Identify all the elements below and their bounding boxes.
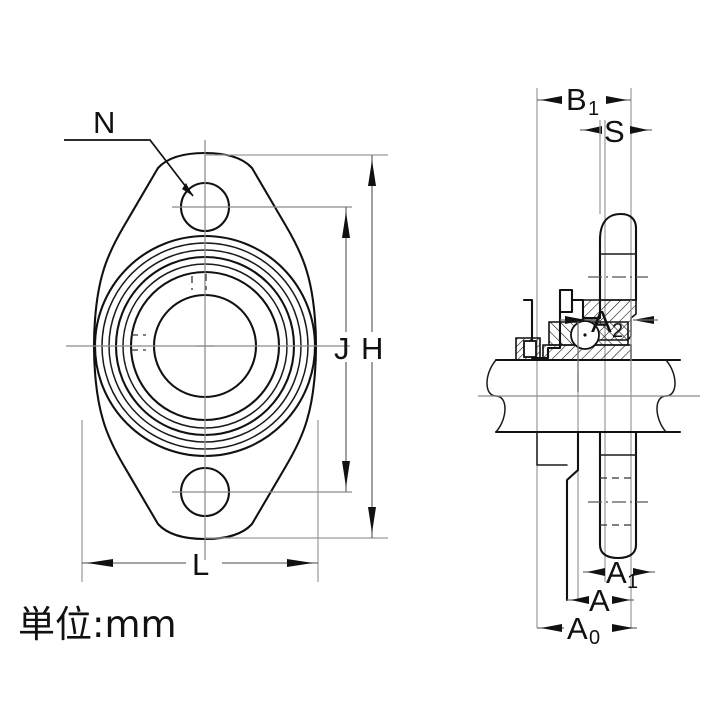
dimension-label-a0-subscript: 0 (589, 627, 600, 649)
dimension-label-s: S (604, 114, 625, 149)
dimension-label-a1: A (606, 555, 627, 590)
flange-arm-top (598, 212, 638, 302)
dimension-a2 (560, 300, 658, 392)
dimension-label-l: L (192, 547, 209, 582)
dimension-h (368, 155, 376, 538)
dimension-label-a1-subscript: 1 (627, 571, 638, 593)
shaft (478, 358, 700, 434)
flange-arm-bottom (598, 430, 638, 560)
dimension-label-a0: A (567, 611, 588, 646)
dimension-label-a2: A (591, 304, 612, 339)
front-view: N H J (64, 105, 388, 582)
dimension-a1 (583, 568, 655, 576)
dimension-s (580, 120, 652, 214)
dimension-b1 (537, 96, 631, 104)
dimension-label-a: A (589, 583, 610, 618)
dimension-label-b1-subscript: 1 (588, 98, 599, 120)
setscrew-marks (131, 274, 207, 351)
section-view: B 1 S A 2 (478, 82, 700, 649)
dimension-l (82, 559, 318, 567)
dimension-label-b1: B (566, 82, 587, 117)
housing-skirt-inner (536, 431, 568, 466)
dimension-a0 (537, 624, 637, 632)
seal-gap (523, 340, 537, 358)
bearing-assembly-section (515, 288, 637, 361)
dimension-label-h: H (361, 331, 383, 366)
unit-note: 単位:mm (18, 603, 177, 646)
housing-neck (558, 288, 574, 314)
dimension-j (342, 207, 350, 492)
dimension-label-j: J (334, 331, 350, 366)
bearing-ball-center-dot (583, 333, 587, 337)
dimension-a (567, 596, 634, 604)
dimension-label-n: N (93, 105, 115, 140)
n-leader (64, 139, 194, 197)
dimension-label-a2-subscript: 2 (612, 320, 623, 342)
housing-skirt (565, 430, 580, 602)
